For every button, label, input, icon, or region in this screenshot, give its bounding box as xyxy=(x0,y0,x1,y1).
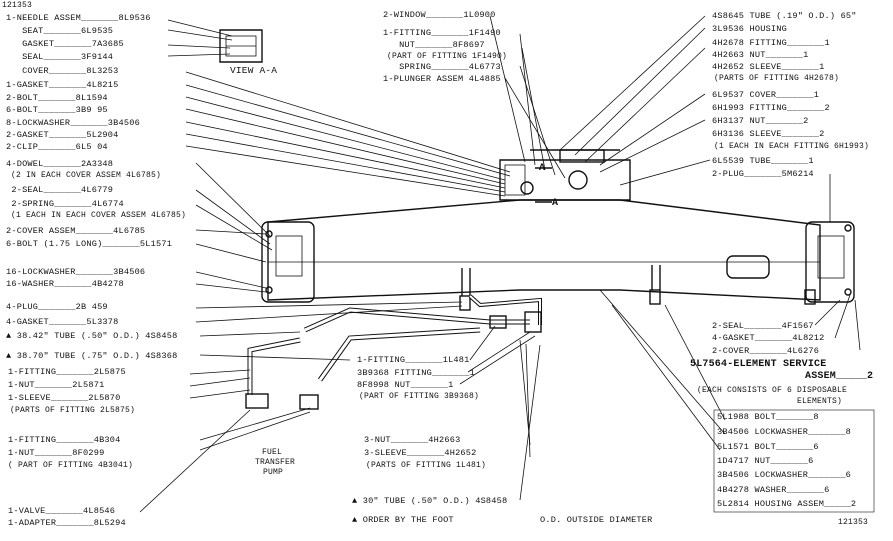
housing-body xyxy=(267,199,821,301)
pump-label-3: PUMP xyxy=(263,468,284,477)
center-label: O.D. OUTSIDE DIAMETER xyxy=(540,515,653,525)
left-label: 8-LOCKWASHER_______3B4506 xyxy=(6,118,140,128)
right-mid-label: (EACH CONSISTS OF 6 DISPOSABLE xyxy=(697,386,848,395)
right-table-row: 3B4506 LOCKWASHER_______8 xyxy=(717,427,851,437)
figure-id-bottom: 121353 xyxy=(838,518,869,527)
top-center-label: SPRING_______4L6773 xyxy=(383,62,501,72)
center-label: (PART OF FITTING 3B9368) xyxy=(359,392,480,401)
left-label: 2-SEAL_______4L6779 xyxy=(6,185,114,195)
top-center-label: 1-FITTING_______1F1490 xyxy=(383,28,501,38)
top-head xyxy=(499,159,631,201)
center-label: ▲ 30" TUBE (.50" O.D.) 4S8458 xyxy=(352,496,508,506)
top-right-label: 6H3136 SLEEVE_______2 xyxy=(712,129,825,139)
left-label: 2-GASKET_______5L2904 xyxy=(6,130,119,140)
left-lower-label: 1-NUT_______2L5871 xyxy=(8,380,105,390)
top-right-label: (1 EACH IN EACH FITTING 6H1993) xyxy=(714,142,870,151)
left-label: 6-BOLT_______3B9 95 xyxy=(6,105,108,115)
center-label: 8F8998 NUT_______1 xyxy=(357,380,454,390)
top-center-label: 2-WINDOW_______1L0900 xyxy=(383,10,496,20)
left-label: 4-PLUG_______2B 459 xyxy=(6,302,108,312)
left-label: SEAL_______3F9144 xyxy=(6,52,114,62)
left-lower-label: ( PART OF FITTING 4B3041) xyxy=(8,461,134,470)
left-label: COVER_______8L3253 xyxy=(6,66,119,76)
left-label: (2 IN EACH COVER ASSEM 4L6785) xyxy=(6,171,162,180)
top-right-label: 4S8645 TUBE (.19" O.D.) 65" xyxy=(712,11,857,21)
left-label: GASKET_______7A3685 xyxy=(6,39,124,49)
top-right-label: 6L5539 TUBE_______1 xyxy=(712,156,814,166)
top-center-label: (PART OF FITTING 1F1490) xyxy=(387,52,508,61)
center-label: ▲ ORDER BY THE FOOT xyxy=(352,515,454,525)
left-label: 2-COVER ASSEM_______4L6785 xyxy=(6,226,146,236)
left-lower-label: (PARTS OF FITTING 2L5875) xyxy=(10,406,136,415)
right-table-row: 1D4717 NUT_______6 xyxy=(717,456,814,466)
left-label: 2-SPRING_______4L6774 xyxy=(6,199,124,209)
pump-label-1: FUEL xyxy=(262,448,283,457)
top-center-label: 1-PLUNGER ASSEM 4L4885 xyxy=(383,74,501,84)
right-mid-label: ASSEM_____2 xyxy=(805,371,874,382)
left-label: 6-BOLT (1.75 LONG)_______5L1571 xyxy=(6,239,173,249)
right-table-row: 5L2814 HOUSING ASSEM_____2 xyxy=(717,499,857,509)
top-right-label: 2-PLUG_______5M6214 xyxy=(712,169,814,179)
left-label: 16-LOCKWASHER_______3B4506 xyxy=(6,267,146,277)
left-label: (1 EACH IN EACH COVER ASSEM 4L6785) xyxy=(6,211,187,220)
left-lower-label: 1-FITTING_______2L5875 xyxy=(8,367,126,377)
view-a-a-inset xyxy=(219,29,263,63)
top-right-label: 6H3137 NUT_______2 xyxy=(712,116,809,126)
center-label: 3B9368 FITTING_______1 xyxy=(357,368,475,378)
left-label: ▲ 38.70" TUBE (.75" O.D.) 4S8368 xyxy=(6,351,178,361)
left-label: 2-BOLT_______8L1594 xyxy=(6,93,108,103)
left-label: 4-DOWEL_______2A3348 xyxy=(6,159,114,169)
center-label: 3-SLEEVE_______4H2652 xyxy=(364,448,477,458)
top-right-label: 3L9536 HOUSING xyxy=(712,24,787,34)
view-label: VIEW A-A xyxy=(230,65,278,76)
left-label: 1-NEEDLE ASSEM_______8L9536 xyxy=(6,13,151,23)
left-label: 16-WASHER_______4B4278 xyxy=(6,279,124,289)
right-table-row: 5L1571 BOLT_______6 xyxy=(717,442,819,452)
left-lower-label: 1-VALVE_______4L8546 xyxy=(8,506,116,516)
top-right-label: 4H2663 NUT_______1 xyxy=(712,50,809,60)
left-cover-assem xyxy=(261,221,315,303)
right-mid-label: 2-COVER_______4L6276 xyxy=(712,346,820,356)
left-lower-label: 1-NUT_______8F0299 xyxy=(8,448,105,458)
left-label: 4-GASKET_______5L3378 xyxy=(6,317,119,327)
left-lower-label: 1-ADAPTER_______8L5294 xyxy=(8,518,126,528)
right-mid-label: 4-GASKET_______4L8212 xyxy=(712,333,825,343)
right-mid-label: 2-SEAL_______4F1567 xyxy=(712,321,814,331)
pump-label-2: TRANSFER xyxy=(255,458,296,467)
right-mid-label: 5L7564-ELEMENT SERVICE xyxy=(690,359,827,370)
right-table-row: 4B4278 WASHER_______6 xyxy=(717,485,830,495)
left-label: 2-CLIP_______6L5 04 xyxy=(6,142,108,152)
right-mid-label: ELEMENTS) xyxy=(797,397,843,406)
right-table-row: 5L1988 BOLT_______8 xyxy=(717,412,819,422)
section-mark-top: A xyxy=(539,163,546,174)
left-label: SEAT_______6L9535 xyxy=(6,26,114,36)
top-right-label: 4H2678 FITTING_______1 xyxy=(712,38,830,48)
center-label: 1-FITTING_______1L481 xyxy=(357,355,470,365)
left-lower-label: 1-FITTING_______4B304 xyxy=(8,435,121,445)
element-window xyxy=(726,255,770,279)
top-right-label: (PARTS OF FITTING 4H2678) xyxy=(714,74,840,83)
center-label: (PARTS OF FITTING 1L481) xyxy=(366,461,487,470)
top-right-label: 6L9537 COVER_______1 xyxy=(712,90,820,100)
top-right-label: 4H2652 SLEEVE_______1 xyxy=(712,62,825,72)
top-right-label: 6H1993 FITTING_______2 xyxy=(712,103,830,113)
left-lower-label: 1-SLEEVE_______2L5870 xyxy=(8,393,121,403)
figure-id-top: 121353 xyxy=(2,1,33,10)
left-label: ▲ 38.42" TUBE (.50" O.D.) 4S8458 xyxy=(6,331,178,341)
top-center-label: NUT_______8F8697 xyxy=(383,40,485,50)
right-table-row: 3B4506 LOCKWASHER_______6 xyxy=(717,470,851,480)
left-label: 1-GASKET_______4L8215 xyxy=(6,80,119,90)
section-mark-bottom: A xyxy=(552,198,559,209)
center-label: 3-NUT_______4H2663 xyxy=(364,435,461,445)
